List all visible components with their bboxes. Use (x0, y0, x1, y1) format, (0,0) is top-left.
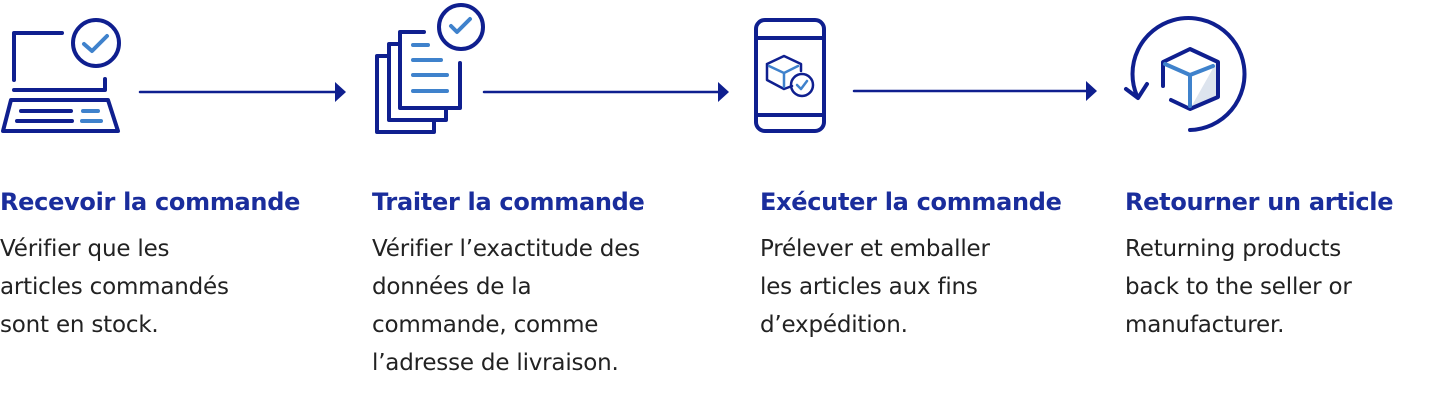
process-icons (1, 3, 1247, 134)
step-description: Returning products back to the seller or… (1125, 236, 1352, 338)
arrow-1 (138, 82, 346, 102)
laptop-check-icon (1, 18, 121, 133)
step-title: Retourner un article (1125, 188, 1394, 216)
step-return-item: Retourner un article Returning products … (1125, 184, 1436, 344)
step-title: Recevoir la commande (0, 188, 301, 216)
step-title: Traiter la commande (372, 188, 645, 216)
arrow-3 (852, 81, 1097, 101)
arrow-2 (482, 82, 729, 102)
step-description: Prélever et emballer les articles aux fi… (760, 236, 990, 338)
phone-package-icon (754, 18, 826, 133)
documents-check-icon (375, 3, 485, 134)
step-title: Exécuter la commande (760, 188, 1062, 216)
step-receive-order: Recevoir la commande Vérifier que les ar… (0, 184, 340, 344)
step-fulfill-order: Exécuter la commande Prélever et emballe… (760, 184, 1100, 344)
step-description: Vérifier l’exactitude des données de la … (372, 236, 640, 376)
return-package-icon (1124, 16, 1247, 132)
step-process-order: Traiter la commande Vérifier l’exactitud… (372, 184, 712, 382)
step-description: Vérifier que les articles commandés sont… (0, 236, 229, 338)
